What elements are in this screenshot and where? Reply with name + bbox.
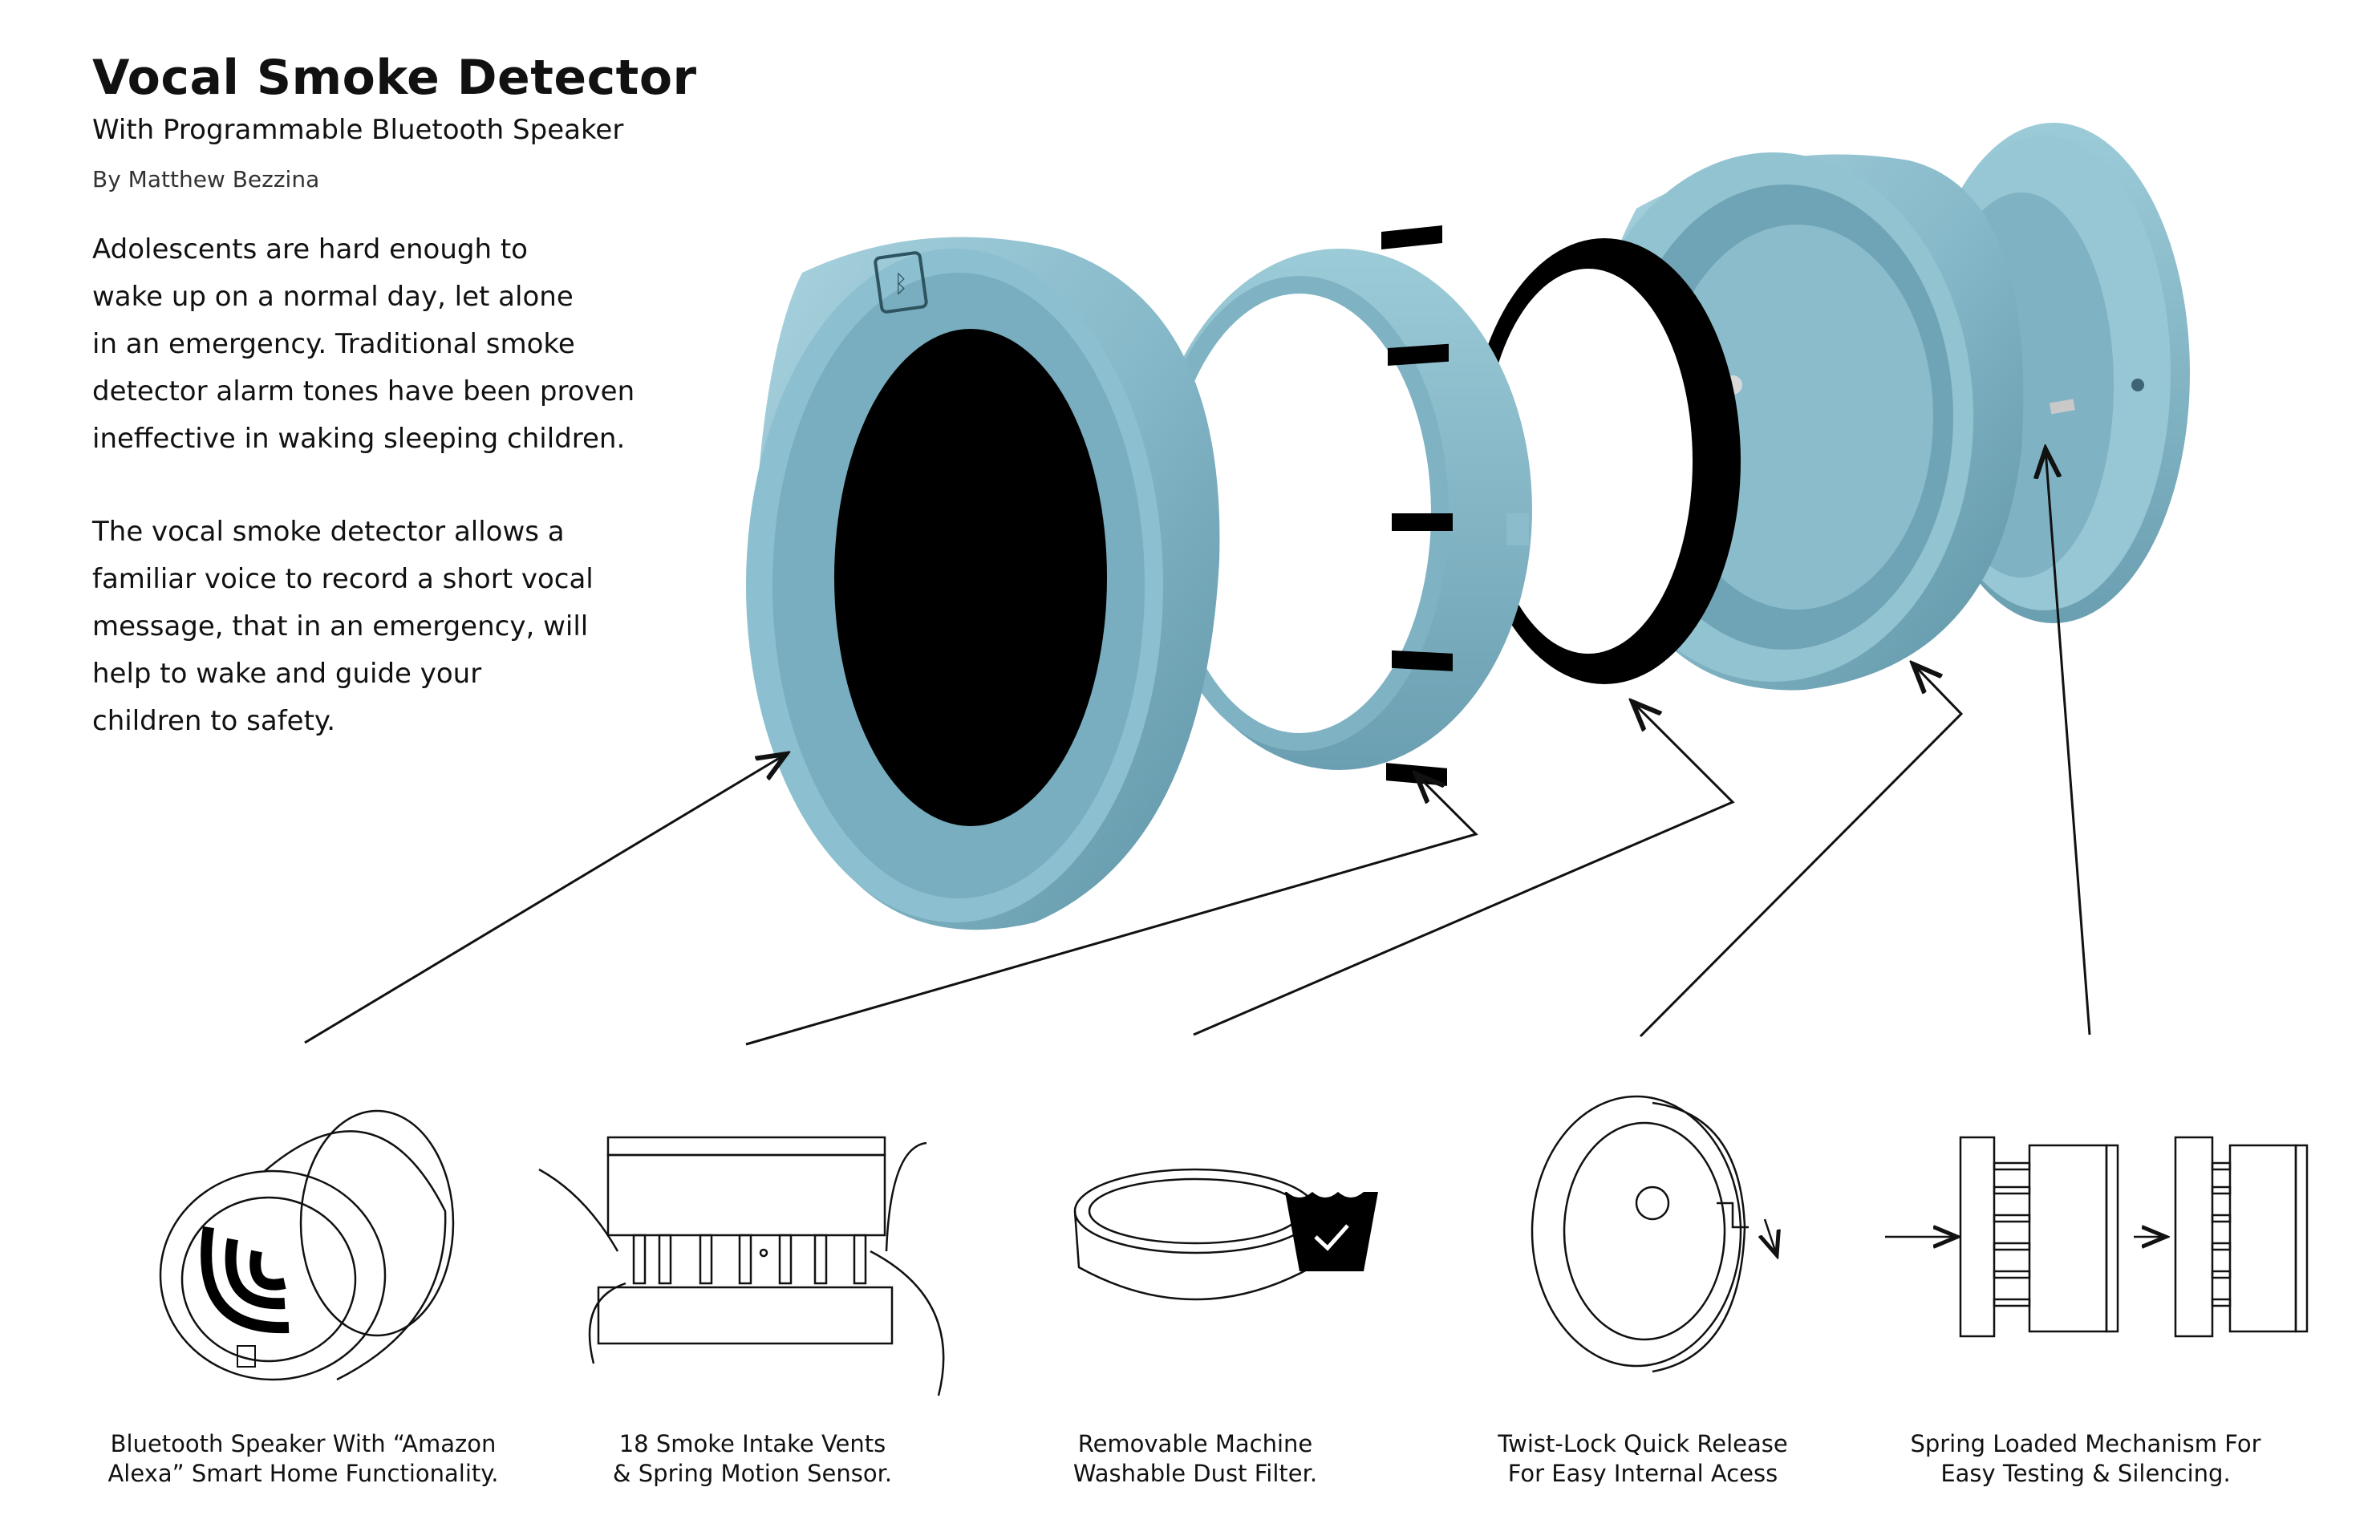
- washable-icon: [1285, 1192, 1378, 1271]
- author-byline: By Matthew Bezzina: [92, 166, 320, 192]
- caption-twist-lock: Twist-Lock Quick Release For Easy Intern…: [1498, 1430, 1788, 1487]
- speaker-sketch-icon: [159, 1109, 455, 1381]
- page-subtitle: With Programmable Bluetooth Speaker: [92, 114, 624, 146]
- filter-sketch-icon: [1073, 1168, 1317, 1301]
- dust-filter-part: [1468, 238, 1741, 684]
- speaker-cover-part: ᛒ: [746, 237, 1220, 930]
- twist-lock-sketch-icon: [1531, 1095, 1777, 1373]
- intro-paragraph: Adolescents are hard enough to wake up o…: [92, 233, 635, 455]
- page-title: Vocal Smoke Detector: [92, 50, 697, 106]
- spring-sketch-icon: [1885, 1136, 2309, 1338]
- description-paragraph: The vocal smoke detector allows a famili…: [92, 516, 594, 737]
- caption-bluetooth-speaker: Bluetooth Speaker With “Amazon Alexa” Sm…: [107, 1430, 499, 1487]
- caption-smoke-vents: 18 Smoke Intake Vents & Spring Motion Se…: [612, 1430, 893, 1487]
- caption-spring-mechanism: Spring Loaded Mechanism For Easy Testing…: [1910, 1430, 2261, 1487]
- caption-dust-filter: Removable Machine Washable Dust Filter.: [1072, 1430, 1318, 1487]
- callout-lines: [304, 449, 2091, 1046]
- vents-sketch-icon: [538, 1136, 945, 1396]
- bluetooth-icon: ᛒ: [894, 270, 908, 298]
- vent-cage-part: [1147, 225, 1532, 786]
